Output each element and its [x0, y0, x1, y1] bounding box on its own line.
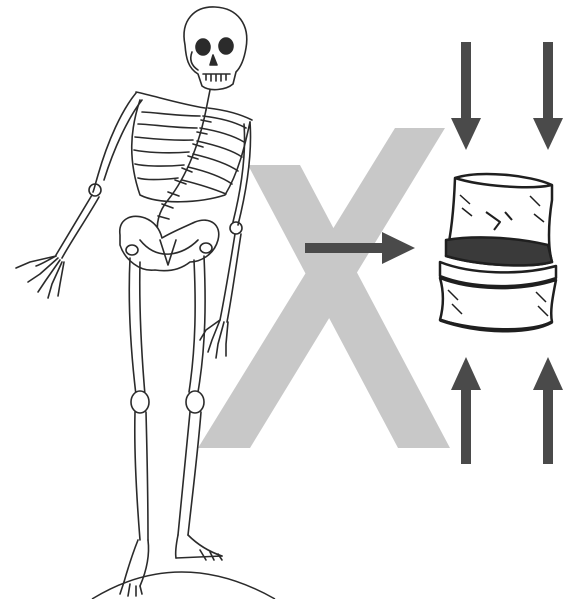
eye-socket-left: [196, 39, 210, 55]
eye-socket-right: [219, 38, 233, 54]
vertebra-illustration: [440, 174, 556, 331]
knee-right: [186, 391, 204, 413]
knee-left: [131, 391, 149, 413]
vertebra-upper-shading: [446, 237, 552, 265]
